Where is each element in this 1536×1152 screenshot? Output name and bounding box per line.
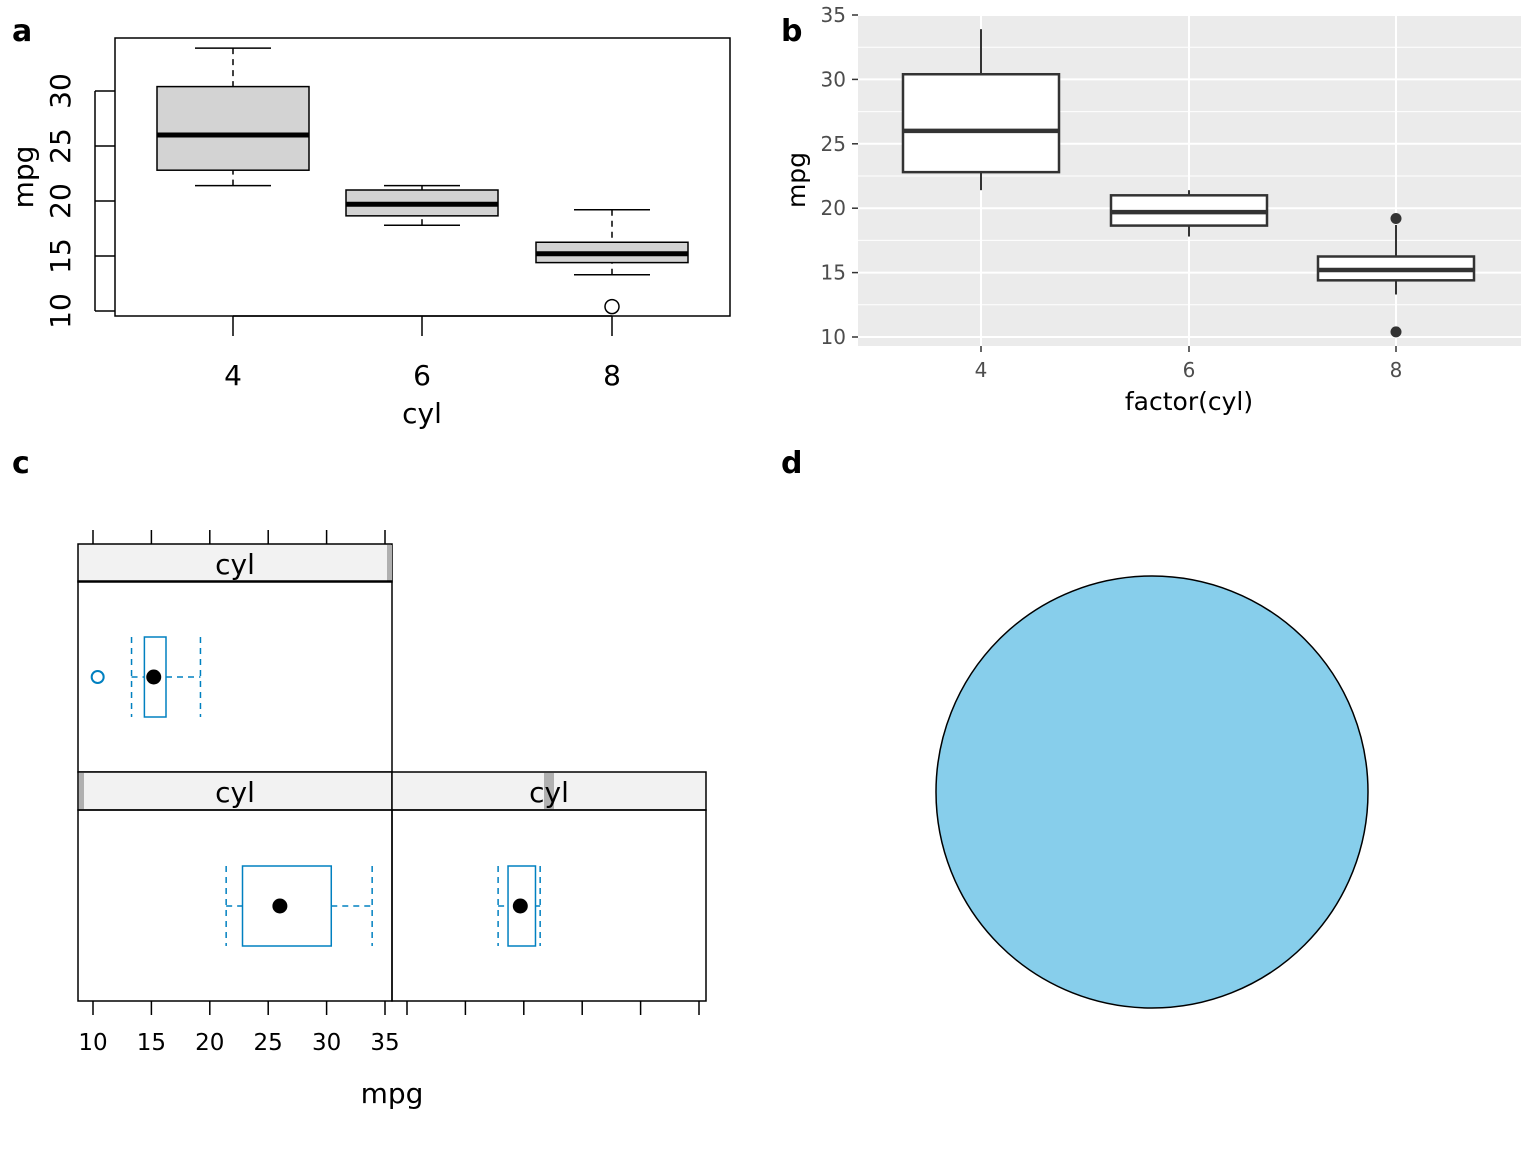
strip-label: cyl	[529, 776, 569, 809]
y-tick-label: 15	[44, 238, 77, 274]
outlier-point	[1390, 326, 1402, 338]
y-tick-label: 25	[821, 132, 846, 156]
x-tick-label: 8	[1390, 358, 1403, 382]
y-tick-label: 10	[821, 325, 846, 349]
outlier-point	[90, 670, 105, 684]
x-tick-label: 6	[413, 359, 431, 392]
median-dot	[512, 898, 528, 914]
panel-label-c: c	[12, 446, 30, 481]
x-tick-label: 10	[78, 1030, 107, 1056]
panel-label-a: a	[12, 14, 32, 49]
x-tick-label: 4	[224, 359, 242, 392]
y-axis-title: mpg	[782, 152, 811, 208]
outlier-point	[604, 298, 620, 315]
strip-level-indicator	[544, 773, 554, 809]
strip-label: cyl	[215, 548, 255, 581]
y-tick-label: 20	[44, 183, 77, 219]
y-tick-label: 25	[44, 128, 77, 164]
strip	[77, 543, 393, 583]
x-tick-label: 20	[195, 1030, 224, 1056]
x-tick-label: 35	[370, 1030, 399, 1056]
x-axis-title: factor(cyl)	[1125, 387, 1253, 416]
y-tick-label: 35	[821, 3, 846, 27]
box	[156, 85, 310, 171]
x-tick-label: 8	[603, 359, 621, 392]
box	[507, 865, 537, 947]
y-axis-title: mpg	[7, 146, 40, 209]
y-tick-label: 30	[44, 73, 77, 109]
box	[241, 865, 333, 947]
strip-level-indicator	[79, 773, 84, 809]
circle-shape	[935, 575, 1369, 1009]
panel-c: cyl cyl cyl 10 15 20 25 30 35 mpg	[77, 530, 707, 1110]
box	[901, 72, 1061, 174]
panel-label-d: d	[781, 446, 802, 481]
panel-label-b: b	[781, 14, 802, 49]
median-dot	[272, 898, 288, 914]
x-tick-label: 6	[1183, 358, 1196, 382]
median-dot	[146, 669, 162, 685]
box	[143, 636, 167, 718]
panel-frame	[391, 809, 707, 1002]
x-tick-label: 4	[975, 358, 988, 382]
panel-b: 10 15 20 25 30 35 4 6 8 factor(cyl) mpg	[782, 3, 1521, 416]
x-tick-label: 15	[137, 1030, 166, 1056]
y-tick-label: 20	[821, 196, 846, 220]
x-tick-label: 30	[312, 1030, 341, 1056]
x-tick-label: 25	[254, 1030, 283, 1056]
x-axis-title: mpg	[361, 1077, 424, 1110]
panel-d	[935, 575, 1369, 1009]
panel-frame	[77, 580, 393, 773]
y-tick-label: 15	[821, 261, 846, 285]
strip-label: cyl	[215, 776, 255, 809]
outlier-point	[1390, 213, 1402, 225]
x-axis-title: cyl	[402, 397, 442, 430]
y-tick-label: 30	[821, 67, 846, 91]
panel-a: 10 15 20 25 30 4 6 8 cyl mpg	[7, 37, 731, 430]
strip-level-indicator	[387, 545, 392, 581]
strip	[77, 771, 393, 811]
y-tick-label: 10	[44, 293, 77, 329]
